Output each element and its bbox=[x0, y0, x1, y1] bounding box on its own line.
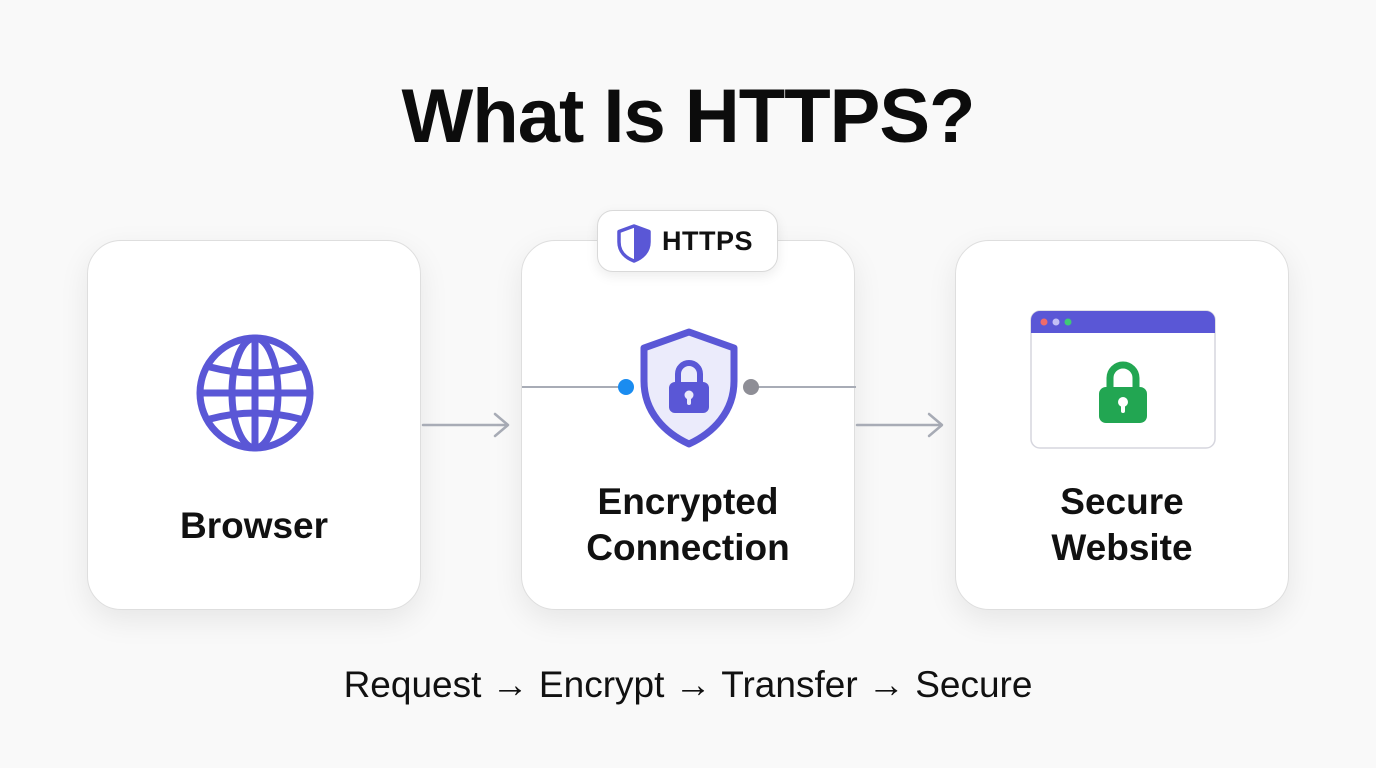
secure-website-label-line-1: Secure bbox=[1060, 481, 1184, 522]
browser-card: Browser bbox=[87, 240, 421, 610]
https-badge-label: HTTPS bbox=[662, 226, 754, 256]
secure-website-label-line-2: Website bbox=[1051, 527, 1193, 568]
secure-website-label: Secure Website bbox=[956, 479, 1288, 571]
secure-website-card: Secure Website bbox=[955, 240, 1289, 610]
encrypted-connection-label: Encrypted Connection bbox=[522, 479, 854, 571]
encrypted-connection-label-line-1: Encrypted bbox=[597, 481, 779, 522]
browser-label: Browser bbox=[179, 505, 329, 546]
shield-icon bbox=[617, 224, 651, 263]
flow-steps: Request → Encrypt → Transfer → Secure bbox=[343, 664, 1033, 705]
globe-icon bbox=[196, 334, 314, 452]
arrow-right-icon bbox=[855, 412, 944, 438]
browser-window-lock-icon bbox=[1030, 310, 1216, 449]
connection-line bbox=[522, 379, 856, 395]
encrypted-connection-card: Encrypted Connection bbox=[521, 240, 856, 610]
page-title: What Is HTTPS? bbox=[401, 74, 976, 159]
encrypted-connection-label-line-2: Connection bbox=[586, 527, 790, 568]
arrow-right-icon bbox=[421, 412, 510, 438]
shield-lock-icon bbox=[640, 328, 738, 448]
https-badge: HTTPS bbox=[597, 210, 778, 272]
